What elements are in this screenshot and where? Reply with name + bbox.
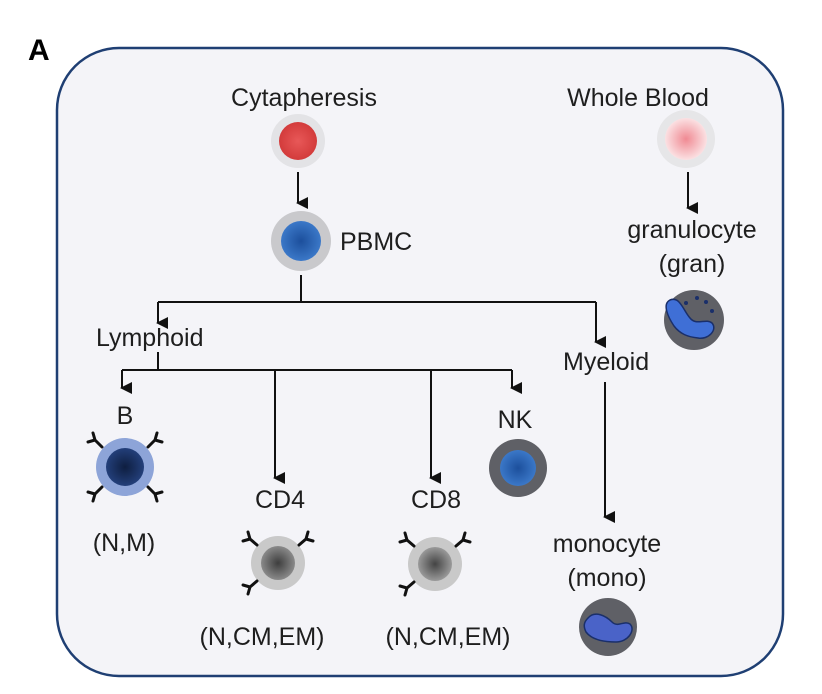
whole-blood-label: Whole Blood: [567, 84, 709, 112]
cytapheresis-label: Cytapheresis: [231, 84, 377, 112]
pbmc-cell-icon: [271, 211, 331, 271]
y-receptor-icon: [86, 431, 164, 503]
cytapheresis-cell-icon: [271, 114, 325, 168]
nk-label: NK: [498, 406, 533, 434]
granulocyte-abbr-label: (gran): [659, 250, 726, 278]
b-cell-label: B: [117, 402, 134, 430]
cd4-label: CD4: [255, 486, 305, 514]
monocyte-abbr-label: (mono): [567, 564, 646, 592]
cd8-subsets-label: (N,CM,EM): [386, 623, 511, 651]
pbmc-label: PBMC: [340, 228, 412, 256]
panel-letter: A: [28, 34, 50, 67]
cd8-label: CD8: [411, 486, 461, 514]
panel-background: [55, 46, 785, 678]
b-subsets-label: (N,M): [93, 529, 155, 557]
cd8-cell-icon: [398, 531, 472, 597]
monocyte-cell-icon: [579, 598, 637, 656]
y-receptor-icon: [398, 531, 472, 597]
whole-blood-cell-icon: [657, 110, 715, 168]
cd4-cell-icon: [241, 530, 315, 596]
myeloid-label: Myeloid: [563, 348, 649, 376]
y-receptor-icon: [241, 530, 315, 596]
granulocyte-cell-icon: [664, 290, 724, 350]
cd4-subsets-label: (N,CM,EM): [200, 623, 325, 651]
nk-cell-icon: [489, 439, 547, 497]
granulocyte-label: granulocyte: [627, 216, 756, 244]
lymphoid-label: Lymphoid: [96, 324, 203, 352]
b-cell-icon: [86, 431, 164, 503]
monocyte-label: monocyte: [553, 530, 661, 558]
